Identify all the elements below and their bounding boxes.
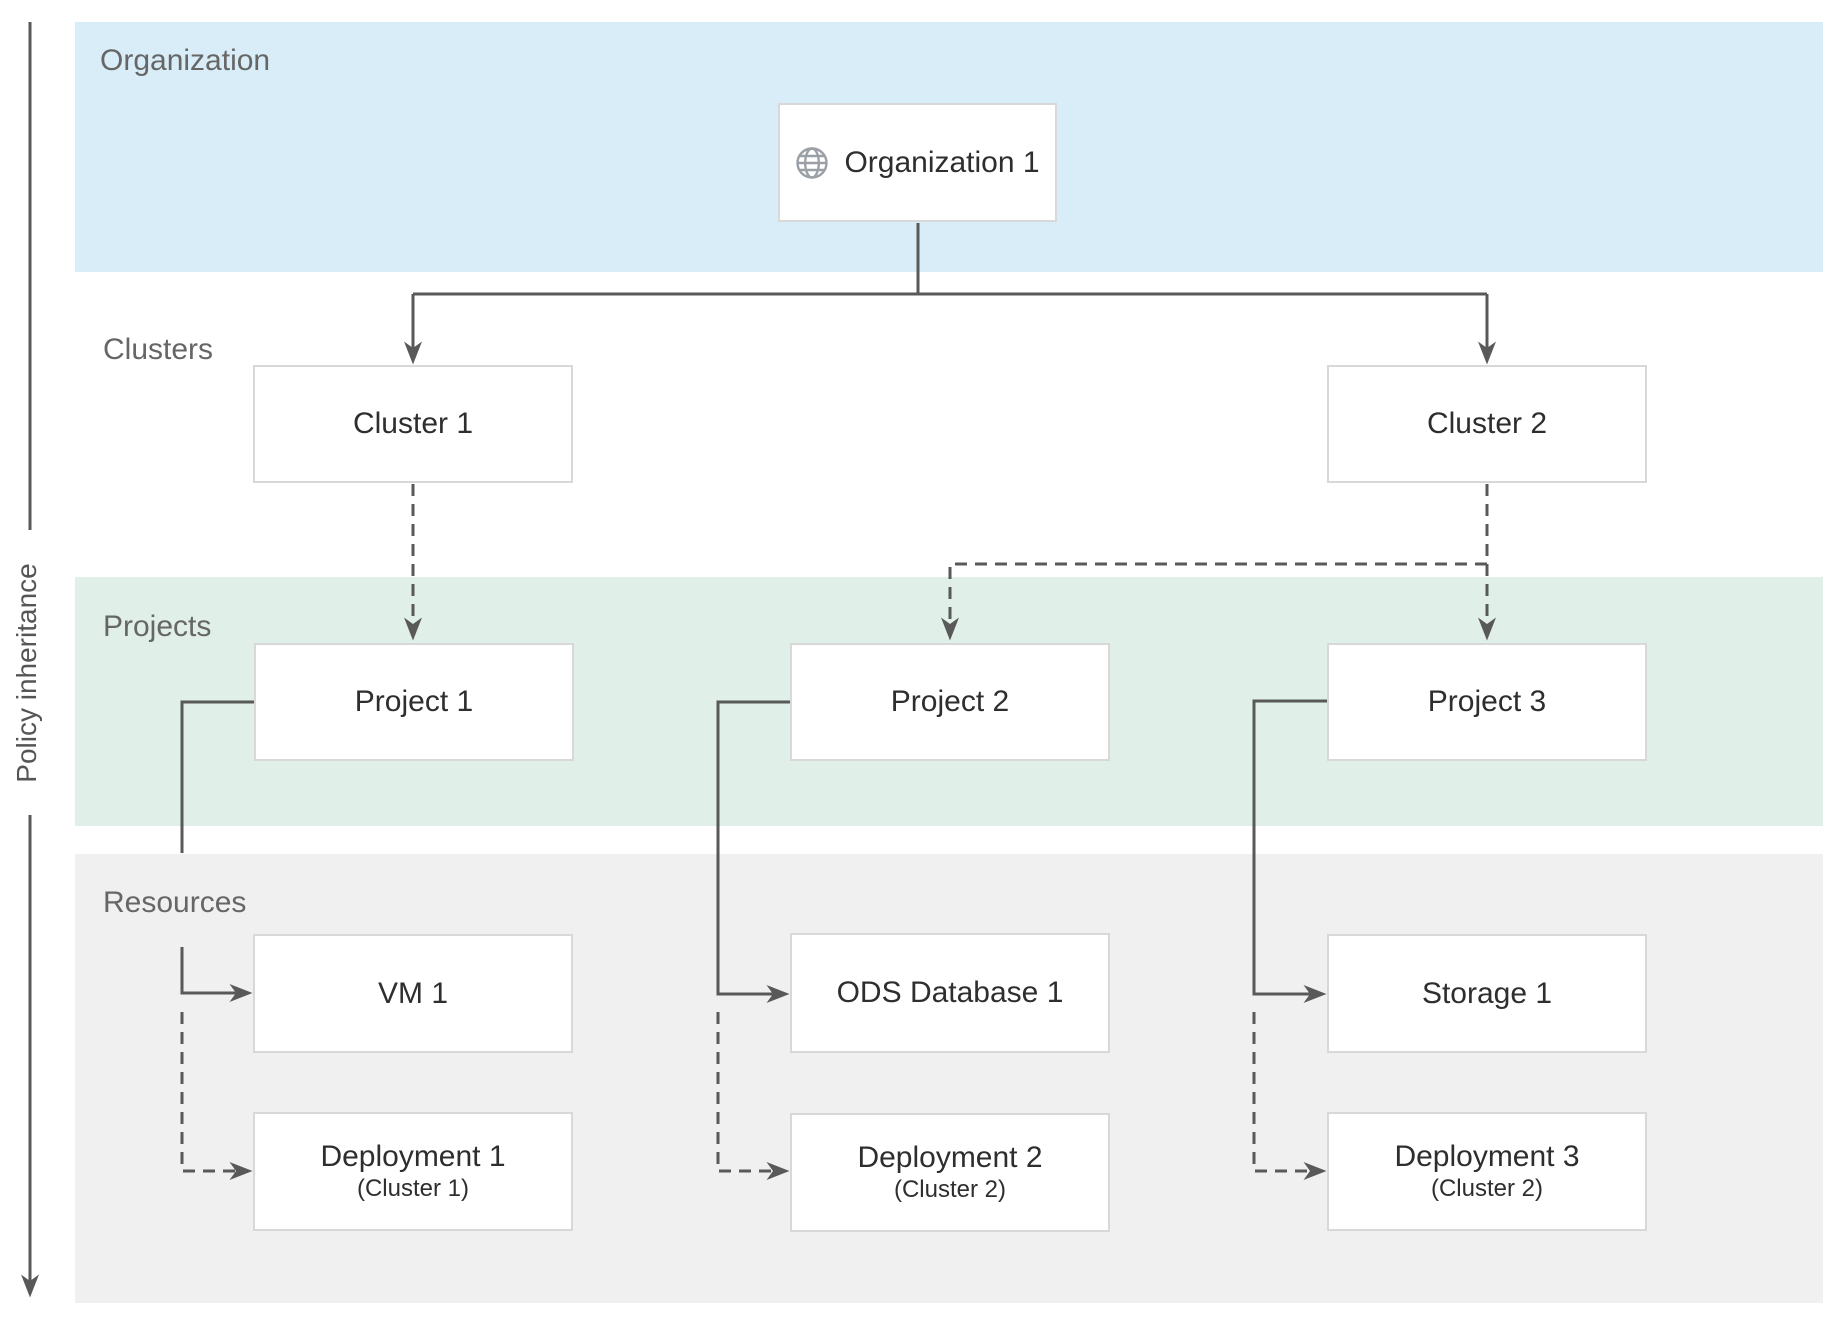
deployment-2-label: Deployment 2 (857, 1141, 1043, 1175)
vm-1-label: VM 1 (377, 976, 449, 1010)
project-1-node: Project 1 (254, 643, 574, 761)
deployment-1-node: Deployment 1 (Cluster 1) (253, 1112, 573, 1231)
project-2-label: Project 2 (890, 685, 1010, 718)
edge-cluster2-to-project2 (941, 562, 1487, 641)
deployment-3-node: Deployment 3 (Cluster 2) (1327, 1112, 1647, 1231)
deployment-2-node: Deployment 2 (Cluster 2) (790, 1113, 1110, 1232)
edge-project2-to-deployment2 (716, 1012, 790, 1180)
cluster-1-node: Cluster 1 (253, 365, 573, 483)
resources-band-label: Resources (103, 886, 247, 919)
deployment-3-sublabel: (Cluster 2) (1430, 1174, 1544, 1202)
projects-band-label: Projects (103, 610, 212, 643)
storage-1-label: Storage 1 (1421, 976, 1553, 1010)
clusters-band-label: Clusters (103, 333, 214, 366)
edge-project2-to-ods1 (716, 700, 790, 1003)
project-3-node: Project 3 (1327, 643, 1647, 761)
deployment-1-label: Deployment 1 (320, 1140, 506, 1174)
cluster-2-label: Cluster 2 (1426, 407, 1548, 440)
edge-project3-to-storage1 (1252, 699, 1327, 1003)
deployment-1-sublabel: (Cluster 1) (356, 1174, 470, 1202)
edge-project3-to-deployment3 (1252, 1012, 1327, 1180)
cluster-1-label: Cluster 1 (352, 407, 474, 440)
storage-1-node: Storage 1 (1327, 934, 1647, 1053)
project-2-node: Project 2 (790, 643, 1110, 761)
edge-project1-to-vm1 (180, 947, 253, 1002)
project-1-label: Project 1 (354, 685, 474, 718)
deployment-3-label: Deployment 3 (1394, 1140, 1580, 1174)
deployment-2-sublabel: (Cluster 2) (893, 1175, 1007, 1203)
vm-1-node: VM 1 (253, 934, 573, 1053)
globe-icon (795, 146, 829, 180)
project-3-label: Project 3 (1427, 685, 1547, 718)
policy-inheritance-label: Policy inheritance (11, 563, 42, 783)
organization-1-label: Organization 1 (844, 145, 1040, 179)
ods-database-1-label: ODS Database 1 (836, 976, 1064, 1009)
ods-database-1-node: ODS Database 1 (790, 933, 1110, 1053)
organization-1-node: Organization 1 (778, 103, 1057, 222)
edge-project1-elbow (180, 700, 254, 853)
edge-project1-to-deployment1 (180, 1012, 253, 1180)
cluster-2-node: Cluster 2 (1327, 365, 1647, 483)
organization-band-label: Organization (100, 44, 271, 77)
